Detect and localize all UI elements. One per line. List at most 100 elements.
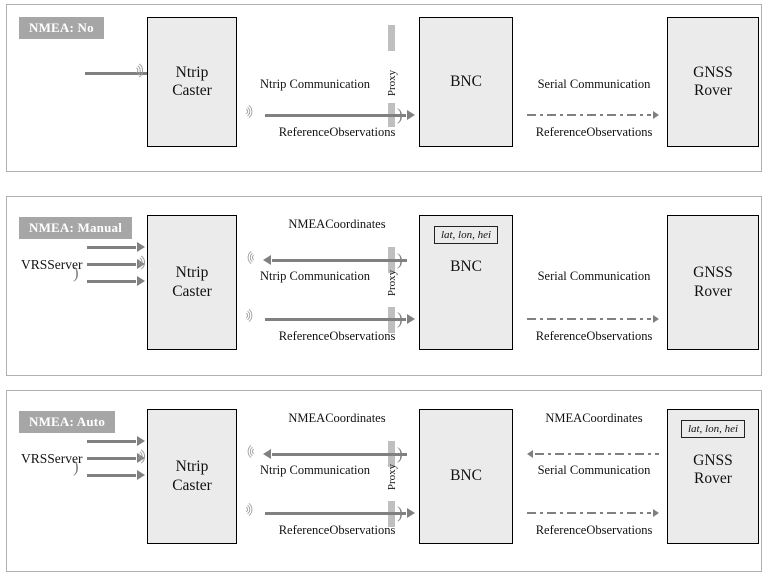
wireless-signal-icon [135, 253, 150, 277]
serial-communication-label: Serial Communication [509, 269, 679, 285]
reference-observations-right-label-line-2: Observations [586, 329, 653, 343]
reference-observations-left-label-line-1: Reference [278, 125, 330, 139]
reference-observations-right-label: ReferenceObservations [519, 329, 669, 345]
gnss-rover-node-label-1: GNSS [693, 63, 733, 81]
nmea-coordinates-right-arrow-line [535, 453, 659, 455]
nmea-coordinates-left-label-line-2: Coordinates [325, 411, 386, 425]
antenna-glyph-left: ) [397, 444, 403, 463]
nmea-coordinates-left-label-line-2: Coordinates [325, 217, 386, 231]
bnc-node-lat-box: lat, lon, hei [433, 226, 499, 245]
reference-observations-left-arrow-line [265, 317, 406, 321]
source-arrow-2-line [87, 473, 136, 477]
reference-observations-right-label-line-2: Observations [586, 523, 653, 537]
gnss-rover-node-label-1: GNSS [693, 264, 733, 282]
ntrip-communication-label: Ntrip Communication [230, 77, 400, 93]
source-arrow-0-arrowhead [137, 436, 145, 446]
reference-observations-right-arrow-line [527, 114, 651, 116]
proxy-bar-top [388, 25, 395, 51]
reference-observations-right-label-line-1: Reference [535, 329, 587, 343]
gnss-rover-node-label-2: Rover [694, 82, 732, 99]
nmea-coordinates-left-arrow-line [272, 452, 407, 456]
reference-observations-right-label-line-1: Reference [535, 125, 587, 139]
gnss-rover-node-label-1: GNSS [693, 452, 733, 470]
reference-observations-right-label: ReferenceObservations [519, 523, 669, 539]
nmea-coordinates-left-label: NMEACoordinates [262, 217, 412, 233]
ntrip-communication-label-line-1: Ntrip Communication [259, 463, 371, 477]
serial-communication-label-line-1: Serial Communication [537, 269, 651, 283]
reference-observations-right-label: ReferenceObservations [519, 125, 669, 141]
serial-communication-label: Serial Communication [509, 77, 679, 93]
source-arrow-2-arrowhead [137, 470, 145, 480]
reference-observations-left-label-line-1: Reference [278, 523, 330, 537]
nmea-mode-badge: NMEA: Auto [19, 411, 116, 433]
wireless-signal-icon [133, 61, 148, 85]
nmea-coordinates-left-label-line-1: NMEA [288, 217, 326, 231]
reference-observations-left-label-line-2: Observations [329, 125, 396, 139]
reference-observations-right-label-line-2: Observations [586, 125, 653, 139]
nmea-coordinates-left-label-line-1: NMEA [288, 411, 326, 425]
ntrip-caster-node-label-2: Caster [172, 476, 212, 494]
reference-observations-right-arrow-arrowhead [652, 111, 659, 119]
reference-observations-right-label-line-1: Reference [535, 523, 587, 537]
bnc-node-label-1: BNC [450, 72, 482, 90]
wireless-signal-icon [243, 501, 257, 523]
source-arrow-0-line [87, 439, 136, 443]
serial-communication-label: Serial Communication [509, 463, 679, 479]
nmea-mode-badge: NMEA: Manual [19, 217, 133, 239]
reference-observations-right-arrow-arrowhead [652, 315, 659, 323]
source-arrow-0-arrowhead [137, 242, 145, 252]
bnc-node: BNC [419, 17, 513, 147]
vrs-server-label: VRSServer [21, 257, 83, 274]
nmea-coordinates-right-arrow-arrowhead [527, 450, 533, 458]
bnc-node: BNC [419, 409, 513, 544]
bnc-node-label-1: BNC [450, 467, 482, 485]
reference-observations-left-arrow-arrowhead [407, 110, 415, 120]
nmea-coordinates-left-arrow-arrowhead [263, 255, 271, 265]
ntrip-communication-label: Ntrip Communication [230, 269, 400, 285]
antenna-glyph: ) [73, 457, 79, 476]
ntrip-caster-node-label-1: Ntrip [175, 264, 209, 282]
reference-observations-left-label: ReferenceObservations [262, 523, 412, 539]
gnss-rover-node-label-2: Rover [694, 282, 732, 300]
reference-observations-left-arrow-arrowhead [407, 314, 415, 324]
reference-observations-left-arrow-line [265, 113, 406, 117]
wireless-signal-icon [135, 447, 150, 471]
nmea-mode-badge: NMEA: No [19, 17, 104, 39]
wireless-signal-icon [243, 249, 257, 271]
gnss-rover-node-label-2: Rover [694, 470, 732, 488]
nmea-coordinates-left-arrow-arrowhead [263, 449, 271, 459]
wireless-signal-icon [243, 307, 257, 329]
bnc-node-labels: BNC [450, 73, 482, 91]
source-arrow-1-line [87, 262, 136, 266]
bnc-node-labels: BNC [450, 467, 482, 485]
wireless-signal-icon [243, 443, 257, 465]
reference-observations-left-label-line-2: Observations [329, 523, 396, 537]
reference-observations-left-label: ReferenceObservations [262, 125, 412, 141]
source-arrow-2-arrowhead [137, 276, 145, 286]
reference-observations-left-label-line-2: Observations [329, 329, 396, 343]
ntrip-communication-label-line-1: Ntrip Communication [259, 77, 371, 91]
nmea-coordinates-right-label: NMEACoordinates [519, 411, 669, 427]
reference-observations-right-arrow-arrowhead [652, 509, 659, 517]
antenna-glyph-left: ) [397, 250, 403, 269]
reference-observations-left-arrow-line [265, 511, 406, 515]
ntrip-caster-node-label-1: Ntrip [175, 63, 209, 81]
antenna-glyph-right: ) [397, 105, 403, 124]
bnc-node-labels: BNC [450, 258, 482, 276]
vrs-server-label-line-1: VRS [21, 451, 48, 466]
reference-observations-right-arrow-line [527, 512, 651, 514]
serial-communication-label-line-1: Serial Communication [537, 463, 651, 477]
vrs-server-label-line-2: Server [47, 451, 83, 466]
